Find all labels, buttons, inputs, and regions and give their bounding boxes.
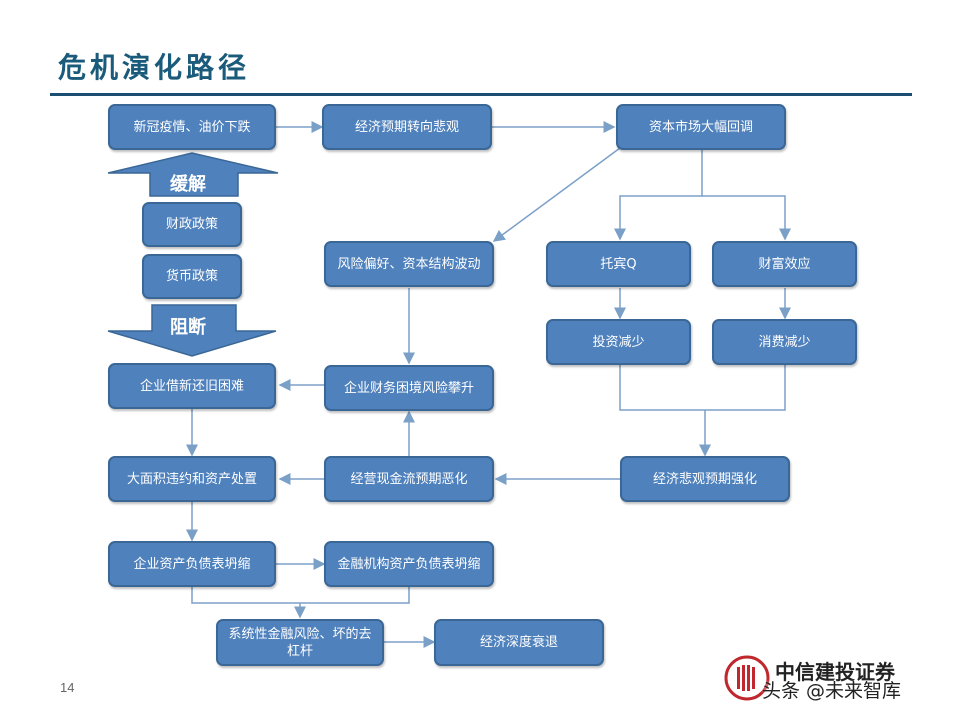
relief-label: 缓解 [170,174,206,195]
logo-text: 中信建投证券 [775,660,895,684]
node-financial-distress: 企业财务困境风险攀升 [324,365,494,411]
edge-capital-to-wealth [702,195,791,241]
node-deep-recession: 经济深度衰退 [434,619,604,666]
node-refinancing-difficulty: 企业借新还旧困难 [108,363,276,409]
node-corporate-bs-shrink: 企业资产负债表坍缩 [108,541,276,587]
node-monetary-policy: 货币政策 [142,254,242,299]
page-number: 14 [60,680,75,695]
block-arrow [107,304,277,357]
title-divider [50,93,912,96]
node-covid-oil: 新冠疫情、油价下跌 [108,104,276,150]
page-title: 危机演化路径 [58,51,251,84]
edge-merge-investment-consumption [619,365,786,411]
node-expectation-pessimistic: 经济预期转向悲观 [322,104,492,150]
node-risk-preference: 风险偏好、资本结构波动 [324,241,494,287]
citic-logo-icon [724,655,770,701]
edge-capital-to-tobin [614,150,703,241]
node-cashflow-worsen: 经营现金流预期恶化 [324,456,494,502]
node-fiscal-policy: 财政政策 [142,202,242,247]
node-investment-decrease: 投资减少 [546,319,691,365]
edge-merge-bs [191,587,410,604]
node-tobin-q: 托宾Q [546,241,691,287]
node-consumption-decrease: 消费减少 [712,319,857,365]
node-pessimism-strengthen: 经济悲观预期强化 [620,456,790,502]
watermark: 头条 @未来智库 [762,680,902,702]
node-large-default: 大面积违约和资产处置 [108,456,276,502]
node-financial-inst-bs-shrink: 金融机构资产负债表坍缩 [324,541,494,587]
node-wealth-effect: 财富效应 [712,241,857,287]
block-label: 阻断 [170,317,206,338]
node-systemic-risk: 系统性金融风险、坏的去杠杆 [216,619,384,666]
edge-capital-to-risk [492,147,621,242]
node-capital-market-correction: 资本市场大幅回调 [616,104,786,150]
relief-arrow [107,152,279,197]
